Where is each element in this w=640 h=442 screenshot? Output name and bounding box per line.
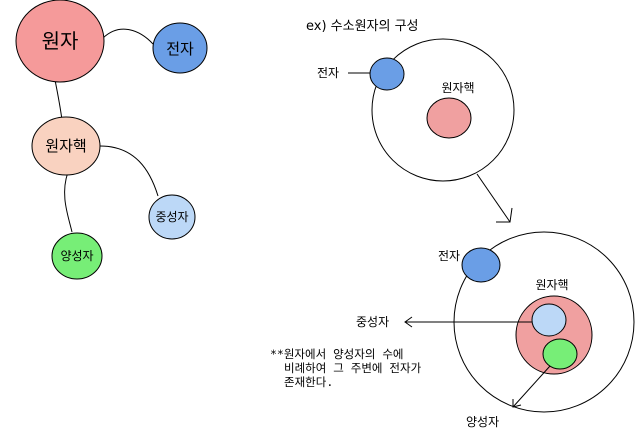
connector-nucleus-neutron <box>99 145 159 197</box>
top-nucleus <box>426 97 472 139</box>
bottom-proton <box>542 338 578 370</box>
proton-arrowhead <box>512 399 522 408</box>
note-line-1: **원자에서 양성자의 수에 <box>270 347 404 361</box>
note-line-2: 비례하여 그 주변에 전자가 <box>284 361 422 375</box>
neutron-label: 중성자 <box>155 210 188 224</box>
example-title: ex) 수소원자의 구성 <box>306 19 419 34</box>
note-line-3: 존재한다. <box>284 375 333 389</box>
nucleus-node <box>31 116 101 176</box>
connector-atom-electron <box>102 28 154 45</box>
hydrogen-atom-top: 원자핵 전자 <box>317 38 515 182</box>
proton-pointer <box>512 365 551 408</box>
atom-label: 원자 <box>42 29 79 53</box>
neutron-arrowhead <box>404 316 413 328</box>
connector-atom-nucleus <box>54 79 63 121</box>
proton-label: 양성자 <box>60 249 93 263</box>
bottom-neutron <box>531 303 567 337</box>
nucleus-label: 원자핵 <box>45 137 86 155</box>
proton-label: 양성자 <box>466 415 499 429</box>
neutron-node <box>148 194 196 240</box>
electron-label: 전자 <box>166 40 194 58</box>
proton-node <box>51 232 103 280</box>
electron-node <box>152 22 208 74</box>
note-text: **원자에서 양성자의 수에 비례하여 그 주변에 전자가 존재한다. <box>270 347 422 389</box>
top-electron <box>369 57 405 91</box>
top-nucleus-label: 원자핵 <box>441 81 474 95</box>
neutron-label: 중성자 <box>356 315 389 329</box>
connector-nucleus-proton <box>64 171 73 233</box>
transition-arrow <box>476 173 513 223</box>
bottom-electron-label: 전자 <box>438 249 460 263</box>
bottom-nucleus-label: 원자핵 <box>535 278 568 292</box>
atom-node <box>15 0 105 83</box>
hydrogen-atom-bottom: 전자 원자핵 중성자 양성자 <box>356 231 635 429</box>
top-electron-label: 전자 <box>317 66 339 80</box>
concept-tree: 원자 전자 원자핵 중성자 양성자 <box>15 0 208 280</box>
bottom-electron <box>461 247 501 283</box>
